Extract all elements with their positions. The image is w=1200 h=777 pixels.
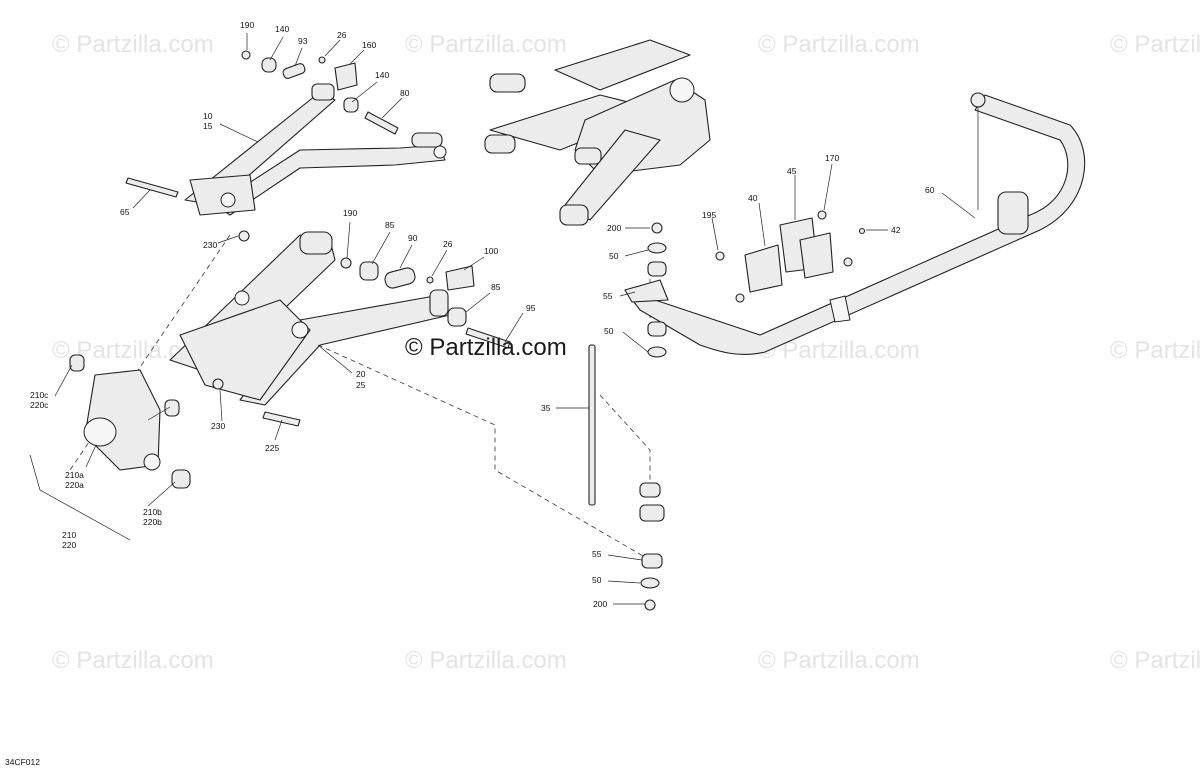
callout-26: 26	[337, 30, 347, 40]
lower-arm-hardware	[212, 257, 511, 427]
callout-labels: 190 140 93 26 160 140 80 10 15 65 230 19…	[30, 20, 935, 609]
callout-230: 230	[211, 421, 225, 431]
callout-140: 140	[375, 70, 389, 80]
callout-170: 170	[825, 153, 839, 163]
leader-lines	[29, 33, 976, 605]
callout-220: 220	[62, 540, 76, 550]
callout-160: 160	[362, 40, 376, 50]
watermark: © Partzilla.com	[405, 31, 567, 58]
center-watermark: © Partzilla.com	[405, 334, 567, 361]
callout-35: 35	[541, 403, 551, 413]
callout-65: 65	[120, 207, 130, 217]
watermark: © Partzilla.com	[758, 647, 920, 674]
callout-210: 210	[62, 530, 76, 540]
callout-200: 200	[593, 599, 607, 609]
upper-arm-hardware	[125, 50, 399, 242]
callout-50: 50	[609, 251, 619, 261]
callout-230: 230	[203, 240, 217, 250]
callout-20: 20	[356, 369, 366, 379]
sway-bar-bushings	[715, 210, 866, 303]
callout-15: 15	[203, 121, 213, 131]
watermark: © Partzilla.com	[758, 31, 920, 58]
callout-25: 25	[356, 380, 366, 390]
watermark: © Partzilla.com	[1110, 337, 1200, 364]
callout-220a: 220a	[65, 480, 84, 490]
callout-220c: 220c	[30, 400, 49, 410]
callout-85: 85	[385, 220, 395, 230]
watermark: © Partzilla.com	[405, 647, 567, 674]
watermark: © Partzilla.com	[52, 31, 214, 58]
callout-42: 42	[891, 225, 901, 235]
callout-190: 190	[343, 208, 357, 218]
link-rod-stack	[588, 222, 669, 611]
callout-10: 10	[203, 111, 213, 121]
callout-26: 26	[443, 239, 453, 249]
callout-210a: 210a	[65, 470, 84, 480]
callout-210c: 210c	[30, 390, 49, 400]
callout-93: 93	[298, 36, 308, 46]
callout-220b: 220b	[143, 517, 162, 527]
callout-140: 140	[275, 24, 289, 34]
callout-50: 50	[592, 575, 602, 585]
callout-60: 60	[925, 185, 935, 195]
watermark: © Partzilla.com	[1110, 647, 1200, 674]
watermark: © Partzilla.com	[1110, 31, 1200, 58]
callout-55: 55	[592, 549, 602, 559]
callout-90: 90	[408, 233, 418, 243]
callout-80: 80	[400, 88, 410, 98]
watermark-layer: © Partzilla.com © Partzilla.com © Partzi…	[52, 31, 1200, 674]
diagram-reference-code: 34CF012	[5, 757, 40, 767]
frame-assembly	[484, 39, 711, 226]
upper-a-arm	[184, 83, 447, 216]
callout-200: 200	[607, 223, 621, 233]
callout-195: 195	[702, 210, 716, 220]
watermark: © Partzilla.com	[52, 647, 214, 674]
knuckle-assembly	[69, 354, 191, 489]
sway-bar	[624, 92, 1086, 355]
callout-40: 40	[748, 193, 758, 203]
lower-a-arm	[169, 231, 451, 406]
callout-100: 100	[484, 246, 498, 256]
callout-190: 190	[240, 20, 254, 30]
callout-85: 85	[491, 282, 501, 292]
callout-210b: 210b	[143, 507, 162, 517]
callout-45: 45	[787, 166, 797, 176]
callout-55: 55	[603, 291, 613, 301]
callout-50: 50	[604, 326, 614, 336]
callout-95: 95	[526, 303, 536, 313]
callout-225: 225	[265, 443, 279, 453]
